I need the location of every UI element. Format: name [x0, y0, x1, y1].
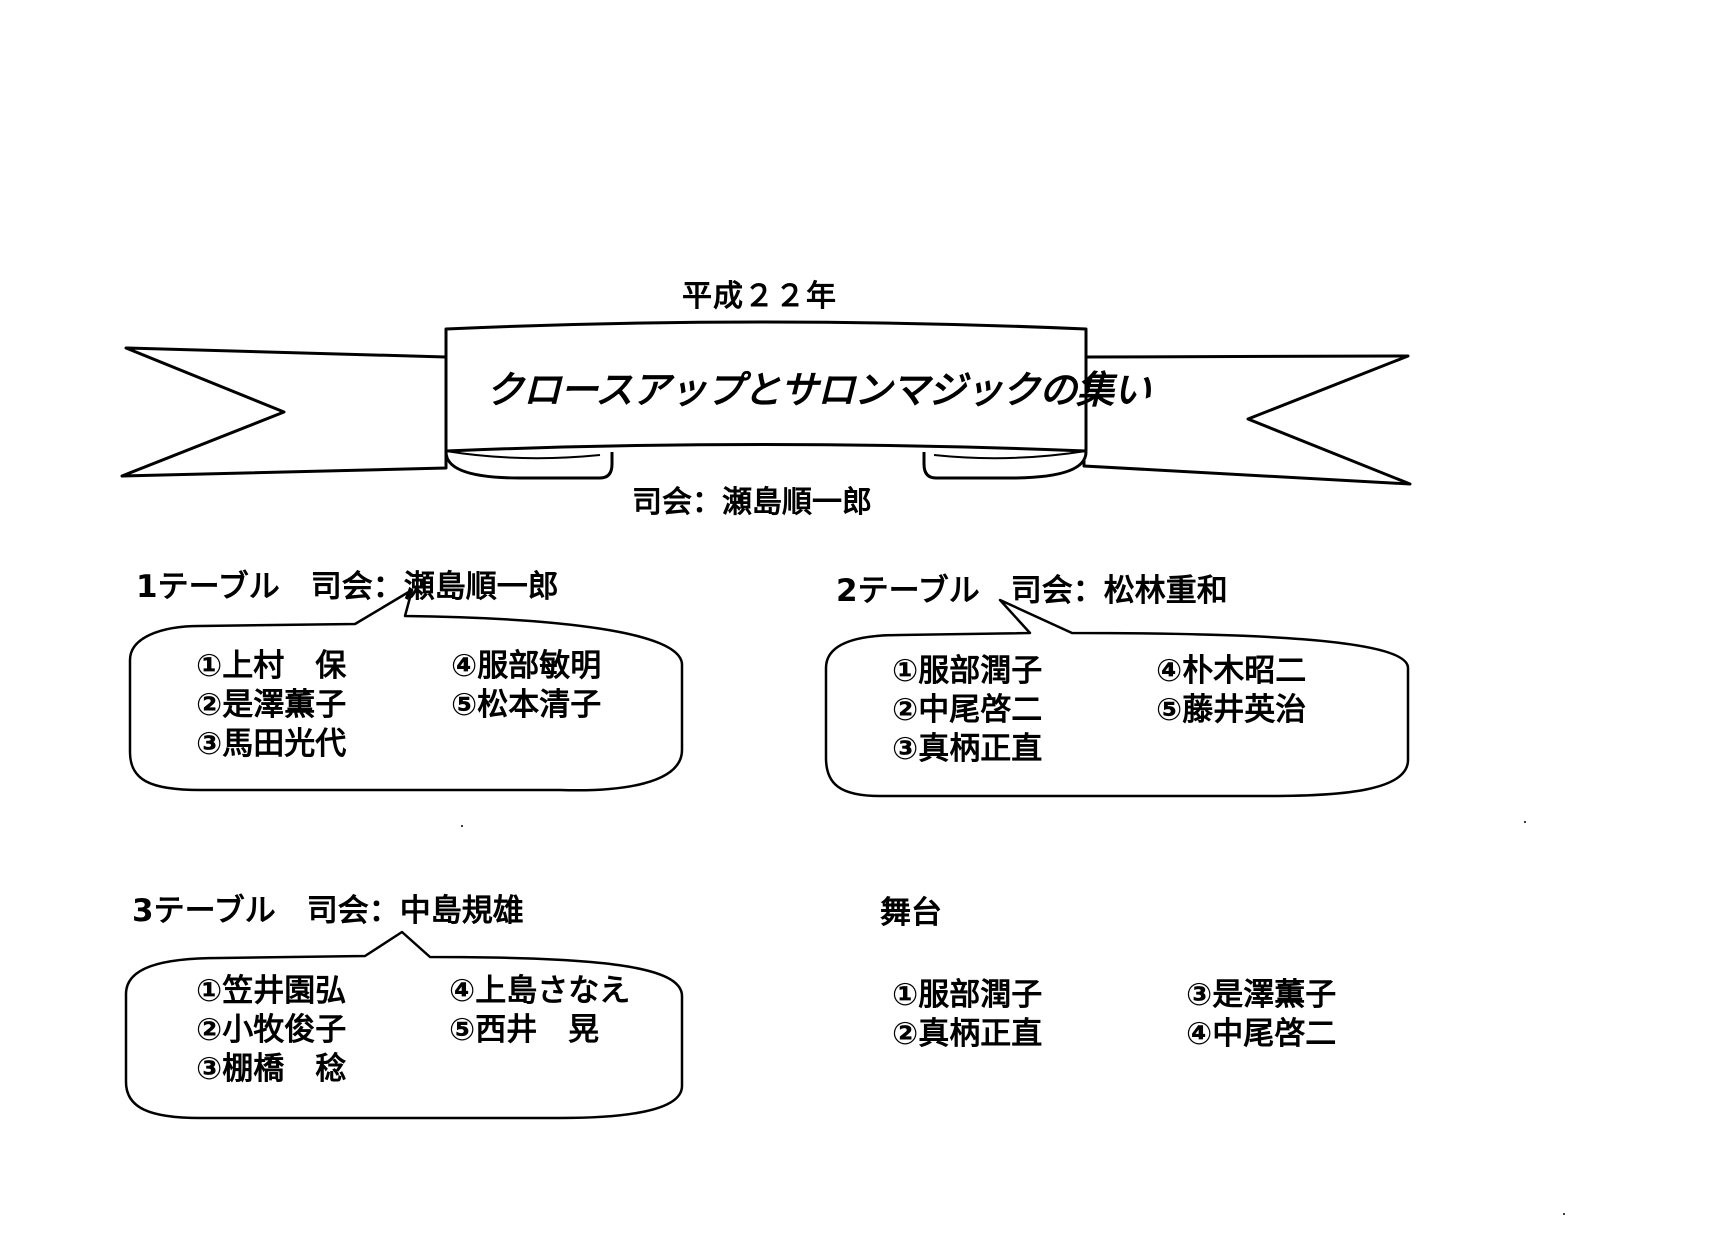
table2-heading: 2テーブル 司会：松林重和	[836, 573, 1228, 609]
banner-left-tail	[120, 346, 448, 478]
table2-member: ④朴木昭二	[1156, 653, 1307, 689]
table2-bubble	[824, 598, 1410, 798]
main-mc: 司会：瀬島順一郎	[632, 485, 872, 520]
table1-member: ①上村 保	[196, 648, 347, 684]
stage-member: ③是澤薫子	[1186, 977, 1337, 1013]
table2-member: ⑤藤井英治	[1156, 692, 1307, 728]
banner-left-curl	[444, 451, 614, 480]
table3-bubble	[124, 930, 684, 1120]
table1-member: ③馬田光代	[196, 726, 347, 762]
stage-heading: 舞台	[880, 895, 942, 931]
stage-member: ②真柄正直	[892, 1016, 1043, 1052]
table1-heading: 1テーブル 司会：瀬島順一郎	[136, 569, 559, 605]
banner-right-curl	[922, 451, 1088, 480]
table3-member: ③棚橋 稔	[196, 1051, 347, 1087]
event-title: クロースアップとサロンマジックの集い	[486, 368, 1151, 412]
table3-member: ⑤西井 晃	[449, 1012, 600, 1048]
year-label: 平成２２年	[682, 279, 837, 314]
table3-heading: 3テーブル 司会：中島規雄	[132, 893, 524, 929]
table3-member: ②小牧俊子	[196, 1012, 347, 1048]
table1-member: ⑤松本清子	[451, 687, 602, 723]
table1-member: ②是澤薫子	[196, 687, 347, 723]
table2-member: ③真柄正直	[892, 731, 1043, 767]
table1-member: ④服部敏明	[451, 648, 602, 684]
table2-member: ①服部潤子	[892, 653, 1043, 689]
table2-member: ②中尾啓二	[892, 692, 1043, 728]
stage-member: ①服部潤子	[892, 977, 1043, 1013]
stage-member: ④中尾啓二	[1186, 1016, 1337, 1052]
table3-member: ①笠井園弘	[196, 973, 347, 1009]
table3-member: ④上島さなえ	[449, 973, 631, 1009]
table1-bubble	[128, 588, 684, 792]
